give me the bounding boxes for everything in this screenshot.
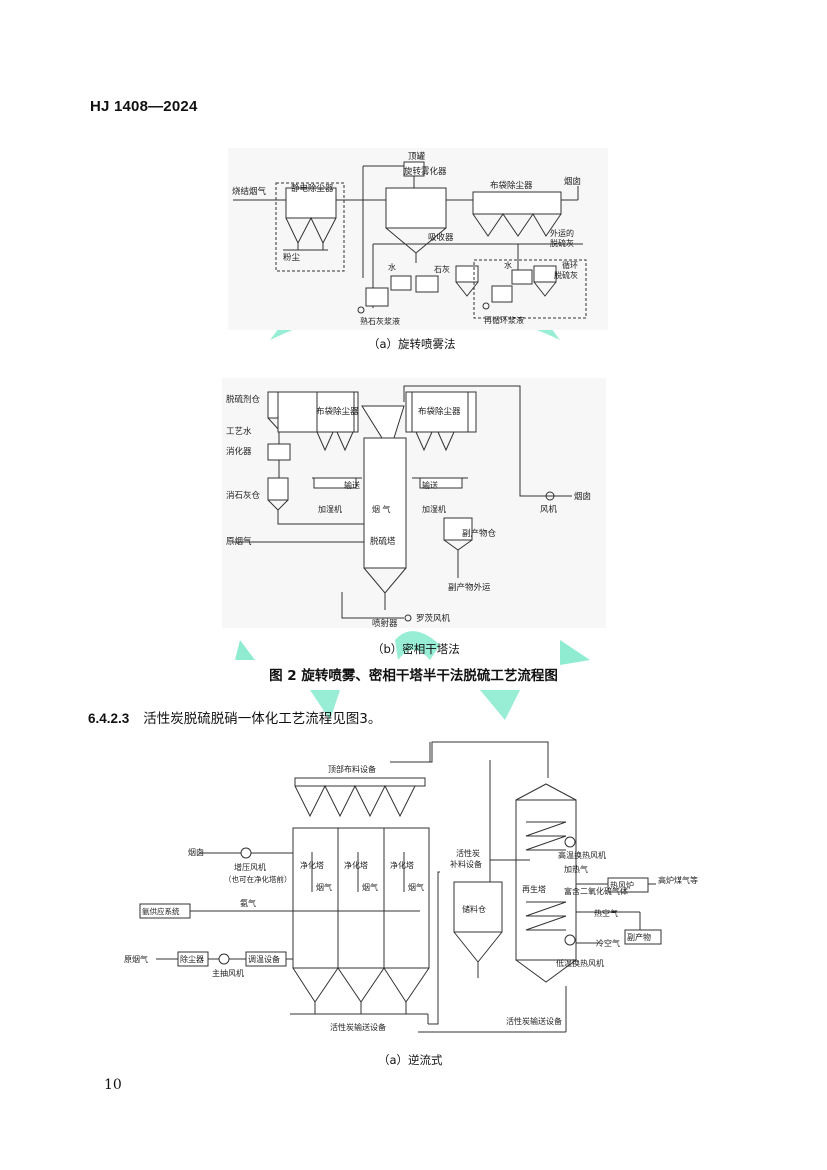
label-tower: 脱硫塔: [370, 536, 396, 547]
label-recycle-line1: 循环: [562, 260, 578, 270]
label-cold-air: 冷空气: [596, 938, 620, 948]
figure-3a-diagram: 顶部布料设备 烟囱 增压风机 （也可在净化塔前） 净化塔 净化塔 净化塔 烟气 …: [124, 741, 698, 1033]
caption-fig-2a: （a）旋转喷雾法: [368, 337, 456, 351]
label-roots-fan: 罗茨风机: [416, 613, 451, 624]
figure-2-title: 图 2 旋转喷雾、密相干塔半干法脱硫工艺流程图: [269, 668, 558, 684]
figure-2b-diagram: 脱硫剂仓 工艺水 消化器 消石灰仓 原烟气 布袋除尘器 布袋除尘器 输送 输送 …: [222, 378, 606, 628]
label-water2: 水: [504, 260, 512, 270]
label-chimney: 烟囱: [564, 176, 581, 187]
label-digester: 消化器: [226, 446, 252, 457]
label-byproduct-out: 副产物外运: [448, 582, 491, 593]
label-hot-stove: 热风炉: [610, 880, 634, 890]
label-hot-air: 热空气: [594, 908, 618, 918]
label-convey-right: 输送: [422, 480, 438, 490]
label-byproduct-bin: 副产物仓: [462, 528, 497, 539]
caption-fig-2b: （b）密相干塔法: [372, 642, 460, 656]
label-raw-gas-3a: 原烟气: [124, 954, 148, 964]
label-ejector: 喷射器: [372, 618, 398, 628]
label-chimney-3a: 烟囱: [188, 847, 204, 857]
label-top-feeder: 顶部布料设备: [328, 764, 376, 774]
label-sinter-flue-gas: 烧结烟气: [232, 186, 267, 197]
label-slaked-bin: 消石灰仓: [226, 490, 261, 501]
label-ammonia: 氨气: [240, 898, 256, 908]
figure-2a-diagram: 烧结烟气 静电除尘器 粉尘 顶罐 旋转雾化器 吸收器 布袋除尘器 烟囱 外运的 …: [228, 148, 608, 330]
label-makeup-line1: 活性炭: [456, 848, 480, 858]
label-low-fan: 低温换热风机: [556, 958, 604, 968]
page-number: 10: [104, 1077, 122, 1093]
label-gas2: 烟气: [362, 882, 378, 892]
label-bag-right: 布袋除尘器: [418, 406, 461, 417]
label-water1: 水: [388, 262, 396, 272]
label-absorber: 吸收器: [428, 232, 454, 243]
label-tower3: 净化塔: [390, 860, 414, 870]
label-dust: 粉尘: [283, 252, 301, 263]
label-temp-device: 调温设备: [248, 954, 280, 964]
label-lime: 石灰: [434, 264, 450, 274]
standard-header: HJ 1408—2024: [90, 98, 198, 115]
label-humid-right: 加湿机: [422, 504, 446, 514]
label-process-water: 工艺水: [226, 426, 252, 437]
label-esp: 静电除尘器: [291, 183, 334, 194]
label-baghouse: 布袋除尘器: [490, 180, 533, 191]
label-humid-left: 加湿机: [318, 504, 342, 514]
label-gas1: 烟气: [316, 882, 332, 892]
label-gas3: 烟气: [408, 882, 424, 892]
label-storage-bin: 储料仓: [462, 904, 486, 914]
label-bag-left: 布袋除尘器: [316, 406, 359, 417]
label-fan: 风机: [540, 504, 558, 515]
label-makeup-line2: 补料设备: [450, 859, 482, 869]
caption-fig-3a: （a）逆流式: [378, 1053, 443, 1067]
label-regen-tower: 再生塔: [522, 884, 546, 894]
label-booster-fan: 增压风机: [234, 862, 266, 872]
label-top-line1: 顶罐: [408, 151, 426, 162]
clause-text: 活性炭脱硫脱硝一体化工艺流程见图3。: [143, 711, 382, 727]
label-top-line2: 旋转雾化器: [404, 166, 447, 177]
label-byproduct-3a: 副产物: [627, 932, 651, 942]
label-recycle-line2: 脱硫灰: [554, 270, 578, 280]
label-raw-gas: 原烟气: [226, 536, 252, 547]
label-bf-gas: 高炉煤气等: [658, 875, 698, 885]
label-convey-left: 输送: [344, 480, 360, 490]
label-flue-gas: 烟 气: [372, 504, 391, 514]
label-tower1: 净化塔: [300, 860, 324, 870]
label-export-line1: 外运的: [550, 228, 574, 238]
clause-6-4-2-3: 6.4.2.3 活性炭脱硫脱硝一体化工艺流程见图3。: [88, 707, 381, 727]
label-heating-gas: 加热气: [564, 864, 588, 874]
label-carbon-conveyor-left: 活性炭输送设备: [330, 1022, 386, 1032]
label-hot-fan: 高温换热风机: [558, 850, 606, 860]
clause-number: 6.4.2.3: [88, 711, 130, 726]
label-tower2: 净化塔: [344, 860, 368, 870]
label-slaked-lime-slurry: 熟石灰浆液: [360, 316, 400, 326]
label-so2-rich: 富含二氧化硫气体: [564, 886, 628, 896]
label-export-line2: 脱硫灰: [550, 238, 574, 248]
label-carbon-conveyor-right: 活性炭输送设备: [506, 1016, 562, 1026]
label-chimney-b: 烟囱: [574, 491, 591, 502]
label-dust-collector: 除尘器: [180, 954, 204, 964]
label-main-fan: 主抽风机: [212, 968, 244, 978]
label-ammonia-system: 氨供应系统: [142, 906, 180, 916]
label-booster-note: （也可在净化塔前）: [224, 874, 292, 884]
label-agent-bin: 脱硫剂仓: [226, 394, 261, 405]
label-recycle-slurry: 再循环浆液: [484, 315, 524, 325]
